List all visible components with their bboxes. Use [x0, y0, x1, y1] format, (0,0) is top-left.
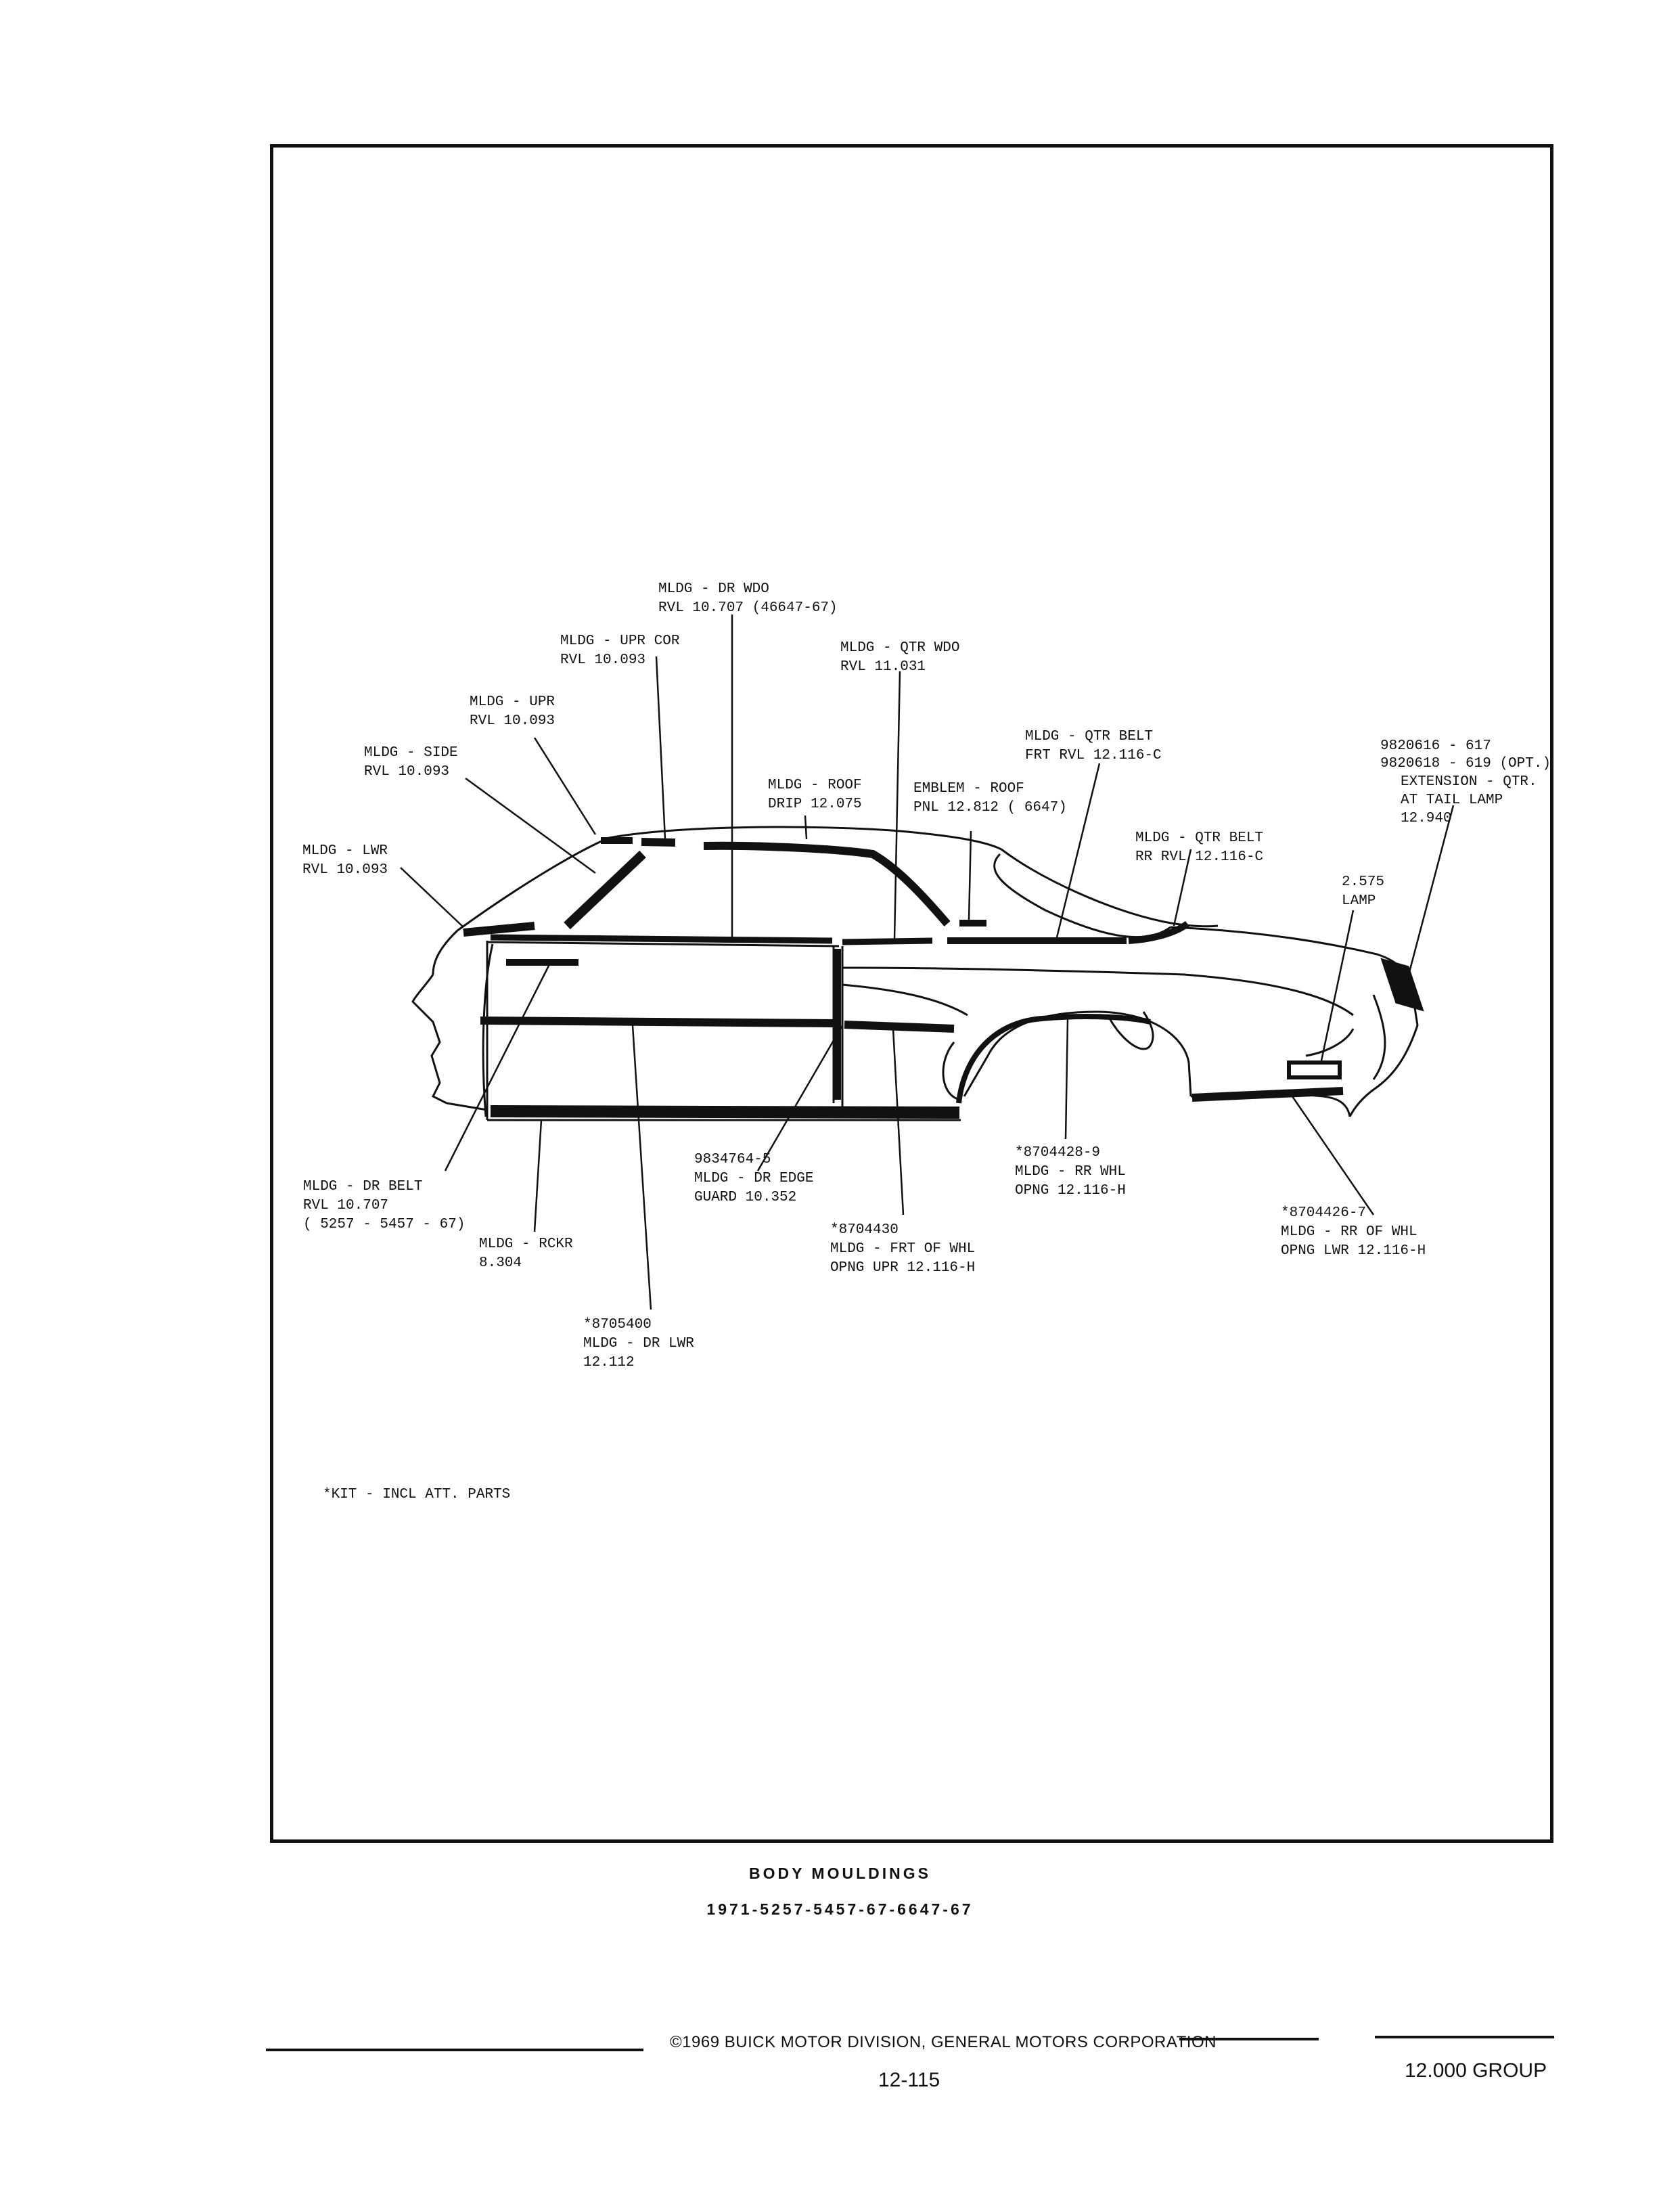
- callout-rckr-line-1: MLDG - RCKR: [479, 1236, 573, 1252]
- callout-rr-whl: *8704428-9 MLDG - RR WHL OPNG 12.116-H: [1015, 1145, 1134, 1199]
- lamp-rectangle: [1287, 1060, 1342, 1079]
- footer-group: 12.000 GROUP: [1405, 2059, 1547, 2082]
- mldg-dr-lwr-strip: [480, 1017, 834, 1027]
- callout-extension-line-1: 9820616 - 617: [1380, 738, 1491, 754]
- callout-qtr-belt-frt-line-2: FRT RVL 12.116-C: [1025, 748, 1162, 763]
- caption-title: BODY MOULDINGS: [749, 1864, 931, 1882]
- callout-upr: MLDG - UPR RVL 10.093: [470, 694, 564, 729]
- callout-dr-wdo: MLDG - DR WDO RVL 10.707 (46647-67): [658, 581, 838, 616]
- callout-qtr-wdo: MLDG - QTR WDO RVL 11.031: [840, 640, 968, 675]
- callout-qtr-wdo-line-2: RVL 11.031: [840, 659, 926, 675]
- caption-models: 1971-5257-5457-67-6647-67: [706, 1900, 974, 1918]
- callout-rr-whl-line-3: OPNG 12.116-H: [1015, 1183, 1126, 1199]
- callout-side: MLDG - SIDE RVL 10.093: [364, 745, 466, 780]
- callout-qtr-wdo-line-1: MLDG - QTR WDO: [840, 640, 959, 656]
- footer-rule-mid: [1179, 2038, 1319, 2040]
- callout-rckr: MLDG - RCKR 8.304: [479, 1236, 581, 1271]
- callout-upr-cor: MLDG - UPR COR RVL 10.093: [560, 633, 688, 668]
- callout-dr-lwr-line-3: 12.112: [583, 1355, 635, 1370]
- callout-qtr-belt-frt-line-1: MLDG - QTR BELT: [1025, 729, 1153, 744]
- leader-lines: [400, 615, 1455, 1310]
- callout-dr-edge: 9834764-5 MLDG - DR EDGE GUARD 10.352: [694, 1152, 822, 1205]
- moulding-strips: [463, 837, 1424, 1119]
- mldg-qtr-wdo-strip: [842, 937, 933, 945]
- callout-dr-edge-line-1: 9834764-5: [694, 1152, 771, 1167]
- callout-side-line-1: MLDG - SIDE: [364, 745, 458, 761]
- callout-lamp-line-2: LAMP: [1342, 893, 1376, 909]
- callout-lamp-line-1: 2.575: [1342, 874, 1384, 890]
- callout-frt-whl-line-1: *8704430: [830, 1222, 899, 1238]
- callout-labels: MLDG - DR WDO RVL 10.707 (46647-67) MLDG…: [302, 581, 1560, 1502]
- callout-rr-whl-line-2: MLDG - RR WHL: [1015, 1164, 1126, 1180]
- callout-roof-drip-line-1: MLDG - ROOF: [768, 778, 862, 793]
- mldg-rr-whl-strip: [956, 1014, 1151, 1104]
- callout-lwr-line-1: MLDG - LWR: [302, 843, 388, 859]
- callout-qtr-belt-rr-line-1: MLDG - QTR BELT: [1135, 830, 1263, 846]
- callout-extension-line-4: AT TAIL LAMP: [1401, 792, 1503, 808]
- callout-frt-whl: *8704430 MLDG - FRT OF WHL OPNG UPR 12.1…: [830, 1222, 984, 1276]
- callout-qtr-belt-frt: MLDG - QTR BELT FRT RVL 12.116-C: [1025, 729, 1162, 763]
- callout-emblem-line-2: PNL 12.812 ( 6647): [913, 800, 1067, 816]
- callout-dr-belt: MLDG - DR BELT RVL 10.707 ( 5257 - 5457 …: [303, 1179, 465, 1232]
- callout-rckr-line-2: 8.304: [479, 1255, 522, 1271]
- callout-rr-of-whl-line-1: *8704426-7: [1281, 1205, 1366, 1221]
- callout-upr-cor-line-2: RVL 10.093: [560, 652, 645, 668]
- callout-dr-edge-line-3: GUARD 10.352: [694, 1190, 796, 1205]
- extension-qtr-strip: [1380, 958, 1424, 1012]
- footer-rule-left: [266, 2049, 643, 2051]
- diagram-frame: [270, 144, 1553, 1843]
- callout-frt-whl-line-2: MLDG - FRT OF WHL: [830, 1241, 975, 1257]
- callout-dr-wdo-line-1: MLDG - DR WDO: [658, 581, 769, 597]
- callout-rr-of-whl-line-2: MLDG - RR OF WHL: [1281, 1224, 1417, 1240]
- callout-qtr-belt-rr-line-2: RR RVL 12.116-C: [1135, 849, 1263, 865]
- mldg-side-strip: [564, 850, 646, 930]
- callout-roof-drip-line-2: DRIP 12.075: [768, 797, 862, 812]
- footer-page-number: 12-115: [878, 2069, 940, 2091]
- callout-roof-drip: MLDG - ROOF DRIP 12.075: [768, 778, 870, 812]
- callout-dr-lwr: *8705400 MLDG - DR LWR 12.112: [583, 1317, 702, 1370]
- callout-extension-line-3: EXTENSION - QTR.: [1401, 774, 1537, 790]
- callout-dr-wdo-line-2: RVL 10.707 (46647-67): [658, 600, 838, 616]
- callout-side-line-2: RVL 10.093: [364, 764, 449, 780]
- car-body-outline: [411, 826, 1419, 1121]
- callout-dr-belt-line-2: RVL 10.707: [303, 1198, 388, 1213]
- callout-lamp: 2.575 LAMP: [1342, 874, 1393, 909]
- callout-dr-edge-line-2: MLDG - DR EDGE: [694, 1171, 813, 1186]
- mldg-frt-whl-strip: [844, 1021, 955, 1033]
- callout-dr-lwr-line-1: *8705400: [583, 1317, 652, 1333]
- callout-rr-of-whl: *8704426-7 MLDG - RR OF WHL OPNG LWR 12.…: [1281, 1205, 1426, 1259]
- callout-rr-whl-line-1: *8704428-9: [1015, 1145, 1100, 1161]
- mldg-lwr-strip: [463, 922, 535, 937]
- callout-upr-line-1: MLDG - UPR: [470, 694, 555, 710]
- footer-rule-right: [1375, 2036, 1554, 2038]
- callout-emblem-line-1: EMBLEM - ROOF: [913, 781, 1024, 797]
- mldg-rckr-strip: [490, 1105, 960, 1119]
- callout-dr-belt-line-3: ( 5257 - 5457 - 67): [303, 1217, 465, 1232]
- callout-qtr-belt-rr: MLDG - QTR BELT RR RVL 12.116-C: [1135, 830, 1272, 865]
- callout-extension: 9820616 - 617 9820618 - 619 (OPT.) EXTEN…: [1380, 738, 1560, 826]
- callout-dr-lwr-line-2: MLDG - DR LWR: [583, 1336, 694, 1352]
- callout-upr-cor-line-1: MLDG - UPR COR: [560, 633, 680, 649]
- callout-extension-line-5: 12.940: [1401, 811, 1452, 826]
- callout-rr-of-whl-line-3: OPNG LWR 12.116-H: [1281, 1243, 1426, 1259]
- callout-emblem: EMBLEM - ROOF PNL 12.812 ( 6647): [913, 781, 1067, 816]
- callout-extension-line-2: 9820618 - 619 (OPT.): [1380, 756, 1551, 772]
- mldg-upr-cor-strip: [641, 838, 676, 847]
- mldg-roof-drip-strip: [703, 841, 951, 926]
- callout-lwr-line-2: RVL 10.093: [302, 862, 388, 878]
- callout-frt-whl-line-3: OPNG UPR 12.116-H: [830, 1260, 975, 1276]
- callout-lwr: MLDG - LWR RVL 10.093: [302, 843, 396, 878]
- mldg-dr-wdo-strip: [490, 934, 833, 944]
- mldg-qtr-belt-rr-strip: [1128, 920, 1189, 944]
- kit-note: *KIT - INCL ATT. PARTS: [323, 1487, 510, 1502]
- footer-copyright: ©1969 BUICK MOTOR DIVISION, GENERAL MOTO…: [670, 2033, 1217, 2051]
- callout-upr-line-2: RVL 10.093: [470, 713, 555, 729]
- callout-dr-belt-line-1: MLDG - DR BELT: [303, 1179, 422, 1194]
- mldg-rr-of-whl-strip: [1191, 1087, 1344, 1102]
